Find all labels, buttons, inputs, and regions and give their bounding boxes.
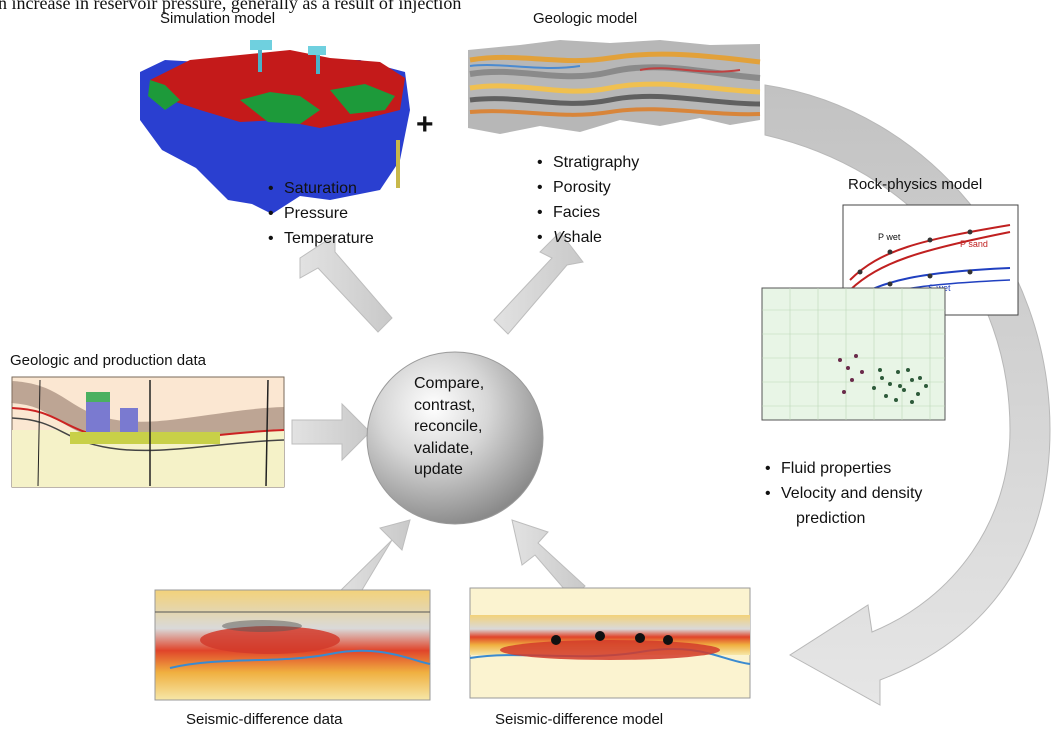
- curve-label-p-wet: P wet: [878, 232, 901, 242]
- center-line-validate: validate,: [414, 439, 474, 457]
- geologic-production-image: [10, 376, 285, 488]
- bullet-temperature: Temperature: [268, 226, 374, 251]
- bullet-facies: Facies: [537, 200, 639, 225]
- center-sphere: [366, 351, 544, 525]
- bullet-vshale: Vshale: [537, 225, 639, 250]
- seismic-difference-data-title: Seismic-difference data: [186, 711, 343, 728]
- arrow-from-seismic-model: [511, 519, 586, 599]
- geologic-bullet-list: Stratigraphy Porosity Facies Vshale: [537, 150, 639, 250]
- geologic-production-title: Geologic and production data: [10, 352, 206, 369]
- simulation-model-image: [140, 40, 410, 214]
- bullet-velocity-density: Velocity and density: [765, 481, 922, 506]
- center-action-text: Compare, contrast, reconcile, validate, …: [414, 373, 484, 481]
- bullet-fluid-properties: Fluid properties: [765, 456, 922, 481]
- seismic-difference-model-image: [469, 587, 751, 699]
- rock-physics-scatter-chart: [761, 287, 946, 421]
- arrow-from-geologic-production: [291, 402, 371, 462]
- center-line-compare: Compare,: [414, 375, 485, 392]
- rock-physics-title: Rock-physics model: [848, 176, 983, 193]
- seismic-difference-model-title: Seismic-difference model: [495, 711, 664, 728]
- bullet-velocity-density-continuation: prediction: [796, 510, 866, 527]
- bullet-saturation: Saturation: [268, 176, 374, 201]
- plus-sign: +: [416, 108, 434, 141]
- simulation-bullet-list: Saturation Pressure Temperature: [268, 176, 374, 251]
- vshale-prefix: V: [553, 229, 564, 246]
- center-line-update: update: [414, 461, 463, 478]
- bullet-stratigraphy: Stratigraphy: [537, 150, 639, 175]
- center-line-contrast: contrast,: [414, 396, 476, 414]
- center-line-reconcile: reconcile,: [414, 418, 483, 435]
- figure-caption-fragment: n increase in reservoir pressure, genera…: [0, 0, 462, 13]
- vshale-suffix: shale: [563, 229, 602, 246]
- geologic-model-title: Geologic model: [533, 10, 638, 27]
- bullet-pressure: Pressure: [268, 201, 374, 226]
- curve-label-p-sand: P sand: [960, 239, 988, 249]
- simulation-model-title: Simulation model: [160, 10, 276, 27]
- geologic-model-image: [468, 40, 761, 134]
- arrow-to-geologic: [493, 231, 584, 335]
- rock-physics-bullet-list: Fluid properties Velocity and density: [765, 456, 922, 506]
- seismic-difference-data-image: [154, 589, 431, 701]
- bullet-porosity: Porosity: [537, 175, 639, 200]
